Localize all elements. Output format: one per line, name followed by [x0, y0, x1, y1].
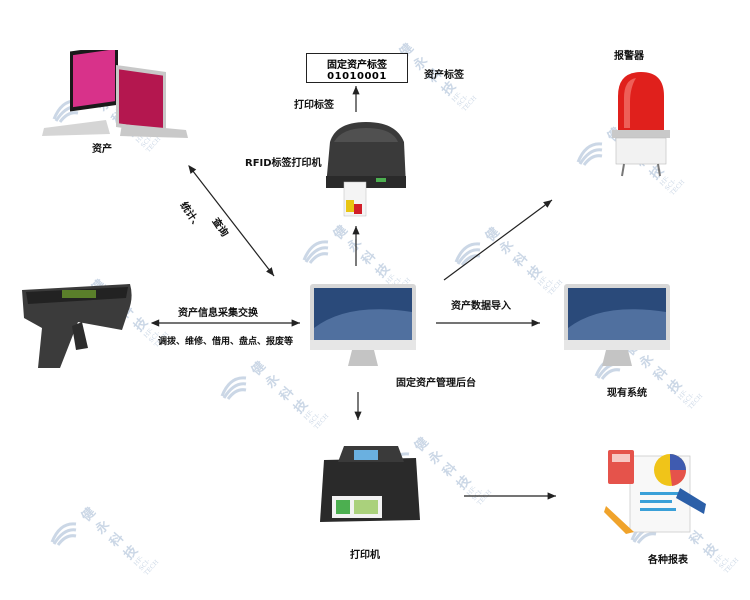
inkjet-printer-icon: [320, 446, 420, 522]
operations-label: 调拨、维修、借用、盘点、报废等: [158, 337, 294, 347]
alarm-light-icon: [612, 72, 670, 177]
rfid-reader-icon: [22, 284, 132, 368]
assets-label: 资产: [92, 144, 112, 155]
laptop-icon: [42, 50, 188, 138]
asset-tag-title: 固定资产标签: [327, 60, 387, 71]
printer-label: 打印机: [350, 550, 380, 561]
watermark-logo-icon: [454, 242, 481, 266]
imac-icon: [564, 284, 670, 366]
watermark-logo-icon: [302, 240, 329, 264]
arrow-to-alarm: [443, 199, 553, 281]
print-tag-label: 打印标签: [294, 100, 334, 111]
watermark-logo-icon: [220, 376, 247, 400]
asset-tag-label: 资产标签: [424, 70, 464, 81]
rfid-printer-label: RFID标签打印机: [245, 158, 322, 169]
asset-tag-number: 01010001: [327, 71, 387, 82]
arrow-stats-query: [188, 165, 275, 277]
reports-label: 各种报表: [648, 555, 688, 566]
asset-tag-box: 固定资产标签 01010001: [306, 53, 408, 83]
alarm-label: 报警器: [614, 51, 644, 62]
existing-system-label: 现有系统: [607, 388, 647, 399]
watermark-logo-icon: [576, 142, 603, 166]
imac-icon: [310, 284, 416, 366]
watermark-logo-icon: [50, 522, 77, 546]
import-label: 资产数据导入: [451, 301, 511, 312]
label-printer-icon: [326, 122, 406, 217]
report-icon: [604, 450, 706, 534]
exchange-label: 资产信息采集交换: [178, 308, 258, 319]
backend-label: 固定资产管理后台: [396, 378, 476, 389]
